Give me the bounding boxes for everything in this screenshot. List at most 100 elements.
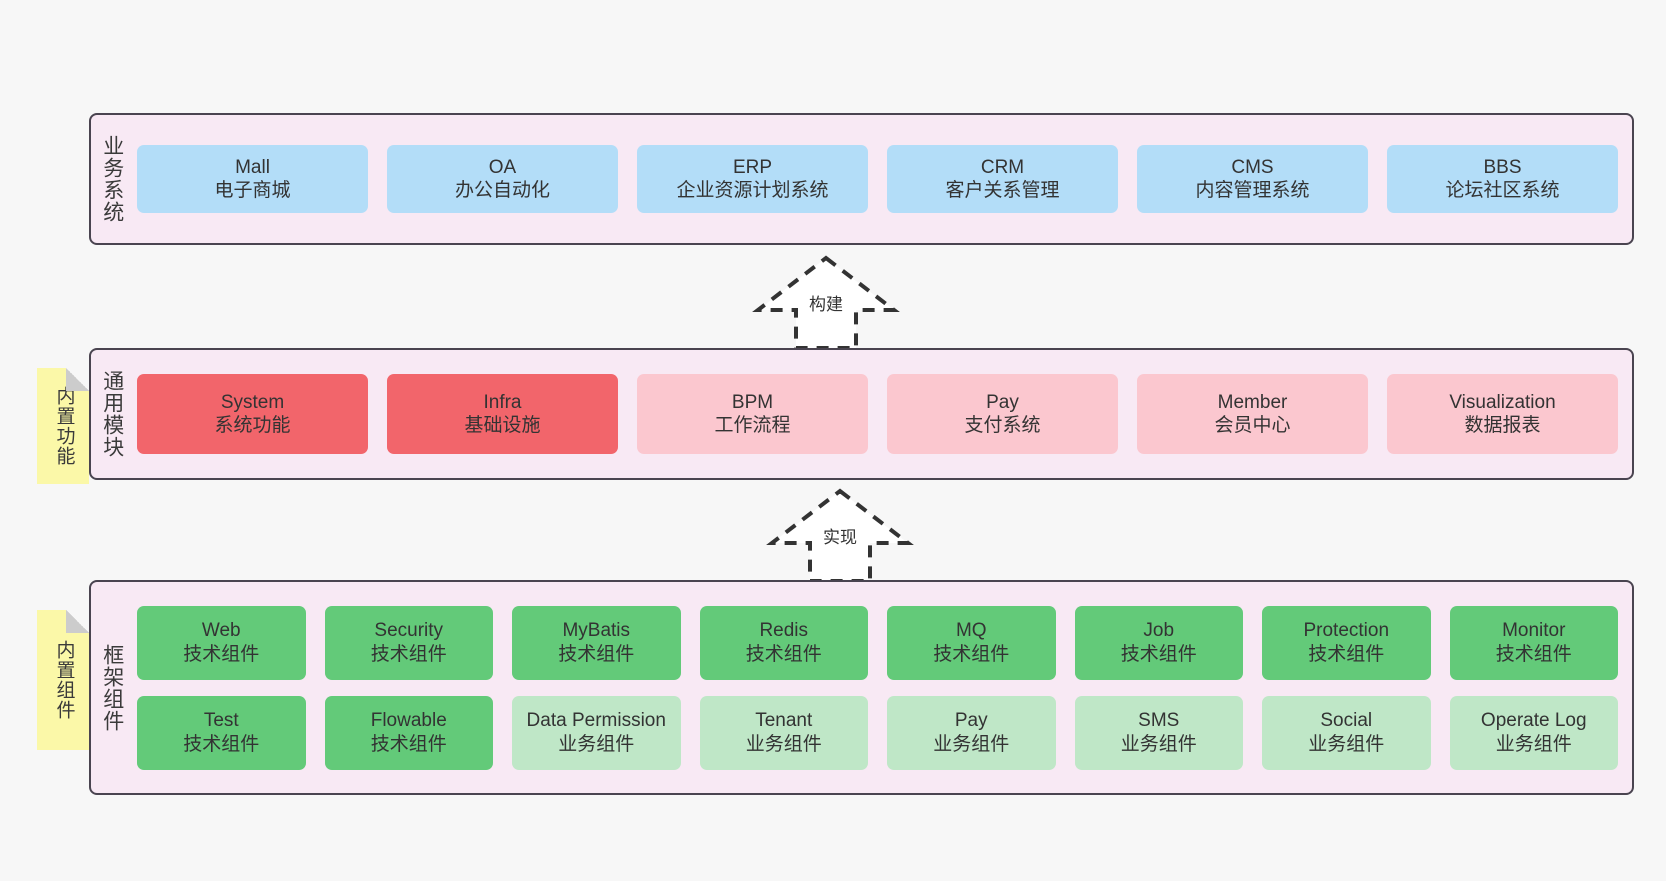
node-security[interactable]: Security 技术组件	[324, 605, 493, 680]
node-pay-component[interactable]: Pay 业务组件	[887, 695, 1056, 770]
node-name: System	[220, 391, 285, 413]
layer-title-framework: 框架组件	[100, 643, 124, 732]
node-desc: 客户关系管理	[945, 180, 1060, 201]
layer-title-business: 业务系统	[100, 135, 124, 223]
connector-label-build: 构建	[809, 295, 843, 314]
node-cms[interactable]: CMS 内容管理系统	[1137, 145, 1368, 213]
layer-row: Test 技术组件 Flowable 技术组件 Data Permission …	[137, 695, 1618, 770]
node-desc: 技术组件	[933, 643, 1010, 665]
node-desc: 电子商城	[214, 180, 291, 201]
layer-title-modules: 通用模块	[100, 370, 124, 458]
node-name: CRM	[980, 156, 1025, 178]
node-desc: 业务组件	[745, 733, 822, 755]
node-mybatis[interactable]: MyBatis 技术组件	[512, 605, 681, 680]
node-desc: 业务组件	[1308, 733, 1385, 755]
layer-row: System 系统功能 Infra 基础设施 BPM 工作流程 Pay 支付系统…	[137, 374, 1618, 454]
node-infra[interactable]: Infra 基础设施	[387, 374, 618, 454]
node-desc: 支付系统	[964, 415, 1041, 436]
node-oa[interactable]: OA 办公自动化	[387, 145, 618, 213]
node-tenant[interactable]: Tenant 业务组件	[699, 695, 868, 770]
node-desc: 技术组件	[1120, 643, 1197, 665]
node-name: Flowable	[370, 710, 447, 732]
node-name: SMS	[1138, 710, 1180, 732]
node-data-permission[interactable]: Data Permission 业务组件	[512, 695, 681, 770]
connector-build: 构建	[751, 252, 901, 352]
node-desc: 技术组件	[1308, 643, 1385, 665]
node-desc: 业务组件	[933, 733, 1010, 755]
layer-row: Mall 电子商城 OA 办公自动化 ERP 企业资源计划系统 CRM 客户关系…	[137, 145, 1618, 213]
note-builtin-components: 内置组件	[37, 610, 89, 750]
node-name: Tenant	[755, 710, 813, 732]
node-desc: 基础设施	[464, 415, 541, 436]
node-monitor[interactable]: Monitor 技术组件	[1449, 605, 1618, 680]
node-name: Operate Log	[1480, 710, 1587, 732]
layer-body-modules: System 系统功能 Infra 基础设施 BPM 工作流程 Pay 支付系统…	[133, 350, 1632, 478]
node-web[interactable]: Web 技术组件	[137, 605, 306, 680]
note-builtin-features: 内置功能	[37, 368, 89, 484]
node-pay[interactable]: Pay 支付系统	[887, 374, 1118, 454]
node-name: MyBatis	[562, 620, 631, 642]
node-desc: 业务组件	[558, 733, 635, 755]
node-desc: 论坛社区系统	[1445, 180, 1560, 201]
node-member[interactable]: Member 会员中心	[1137, 374, 1368, 454]
layer-framework-components: 框架组件 Web 技术组件 Security 技术组件 MyBatis 技术组件…	[89, 580, 1634, 795]
node-name: Redis	[759, 620, 809, 642]
node-name: Infra	[483, 391, 522, 413]
node-desc: 办公自动化	[454, 180, 550, 201]
node-name: Data Permission	[526, 710, 666, 732]
node-name: Job	[1143, 620, 1175, 642]
node-name: Pay	[986, 391, 1019, 413]
node-social[interactable]: Social 业务组件	[1262, 695, 1431, 770]
connector-label-realize: 实现	[823, 528, 857, 547]
node-protection[interactable]: Protection 技术组件	[1262, 605, 1431, 680]
node-desc: 技术组件	[1495, 643, 1572, 665]
node-name: Protection	[1303, 620, 1390, 642]
node-mall[interactable]: Mall 电子商城	[137, 145, 368, 213]
node-name: OA	[488, 156, 517, 178]
node-bbs[interactable]: BBS 论坛社区系统	[1387, 145, 1618, 213]
node-desc: 业务组件	[1120, 733, 1197, 755]
node-bpm[interactable]: BPM 工作流程	[637, 374, 868, 454]
node-name: Mall	[235, 156, 270, 178]
node-job[interactable]: Job 技术组件	[1074, 605, 1243, 680]
connector-realize: 实现	[765, 485, 915, 585]
note-text: 内置功能	[53, 386, 75, 466]
layer-common-modules: 通用模块 System 系统功能 Infra 基础设施 BPM 工作流程 Pay…	[89, 348, 1634, 480]
node-operate-log[interactable]: Operate Log 业务组件	[1449, 695, 1618, 770]
node-flowable[interactable]: Flowable 技术组件	[324, 695, 493, 770]
node-name: MQ	[955, 620, 987, 642]
node-desc: 技术组件	[370, 733, 447, 755]
node-visualization[interactable]: Visualization 数据报表	[1387, 374, 1618, 454]
node-name: BPM	[731, 391, 774, 413]
node-name: Monitor	[1502, 620, 1566, 642]
node-sms[interactable]: SMS 业务组件	[1074, 695, 1243, 770]
node-desc: 技术组件	[370, 643, 447, 665]
node-desc: 技术组件	[558, 643, 635, 665]
node-desc: 企业资源计划系统	[676, 180, 829, 201]
node-desc: 技术组件	[183, 643, 260, 665]
node-redis[interactable]: Redis 技术组件	[699, 605, 868, 680]
layer-business-systems: 业务系统 Mall 电子商城 OA 办公自动化 ERP 企业资源计划系统 CRM…	[89, 113, 1634, 245]
node-desc: 数据报表	[1464, 415, 1541, 436]
node-test[interactable]: Test 技术组件	[137, 695, 306, 770]
node-system[interactable]: System 系统功能	[137, 374, 368, 454]
node-crm[interactable]: CRM 客户关系管理	[887, 145, 1118, 213]
layer-body-framework: Web 技术组件 Security 技术组件 MyBatis 技术组件 Redi…	[133, 582, 1632, 793]
node-desc: 工作流程	[714, 415, 791, 436]
node-desc: 会员中心	[1214, 415, 1291, 436]
node-desc: 技术组件	[745, 643, 822, 665]
layer-body-business: Mall 电子商城 OA 办公自动化 ERP 企业资源计划系统 CRM 客户关系…	[133, 115, 1632, 243]
node-erp[interactable]: ERP 企业资源计划系统	[637, 145, 868, 213]
node-name: Pay	[954, 710, 988, 732]
node-name: Web	[201, 620, 241, 642]
node-name: Security	[374, 620, 444, 642]
note-text: 内置组件	[53, 640, 75, 720]
node-name: BBS	[1483, 156, 1522, 178]
node-desc: 内容管理系统	[1195, 180, 1310, 201]
node-desc: 系统功能	[214, 415, 291, 436]
node-name: CMS	[1231, 156, 1274, 178]
node-mq[interactable]: MQ 技术组件	[887, 605, 1056, 680]
node-desc: 技术组件	[183, 733, 260, 755]
node-desc: 业务组件	[1495, 733, 1572, 755]
